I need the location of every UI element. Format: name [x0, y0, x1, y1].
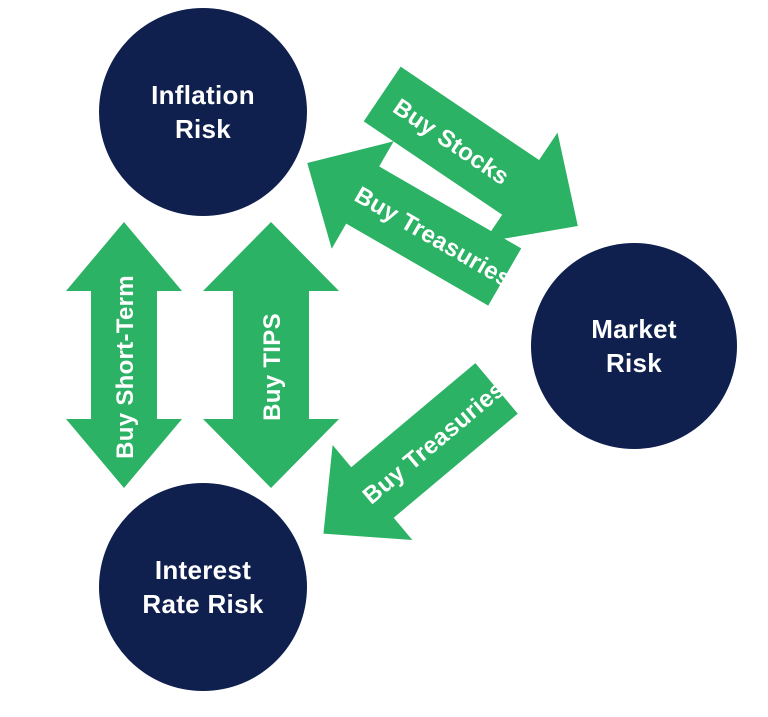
buy-tips-label: Buy TIPS	[259, 313, 286, 421]
interest-rate-risk-label-line1: Interest	[155, 555, 251, 585]
buy-tips-arrow-shape	[203, 222, 339, 488]
interest-rate-risk-label-line2: Rate Risk	[142, 589, 263, 619]
interest-rate-risk-circle	[99, 483, 307, 691]
inflation-risk-label-line2: Risk	[175, 114, 231, 144]
inflation-risk-node: Inflation Risk	[99, 8, 307, 216]
buy-short-term-arrow: Buy Short-Term	[66, 222, 182, 488]
buy-treasuries-upper-arrow-shape	[307, 141, 522, 306]
buy-short-term-label: Buy Short-Term	[112, 275, 139, 459]
market-risk-circle	[531, 243, 737, 449]
buy-stocks-arrow-shape	[363, 66, 578, 243]
market-risk-node: Market Risk	[531, 243, 737, 449]
market-risk-label-line1: Market	[591, 314, 677, 344]
buy-treasuries-lower-arrow-shape	[323, 363, 518, 540]
buy-short-term-arrow-shape	[66, 222, 182, 488]
inflation-risk-label-line1: Inflation	[151, 80, 255, 110]
buy-tips-arrow: Buy TIPS	[203, 222, 339, 488]
market-risk-label-line2: Risk	[606, 348, 662, 378]
buy-treasuries-lower-arrow: Buy Treasuries	[323, 363, 518, 540]
interest-rate-risk-node: Interest Rate Risk	[99, 483, 307, 691]
inflation-risk-circle	[99, 8, 307, 216]
